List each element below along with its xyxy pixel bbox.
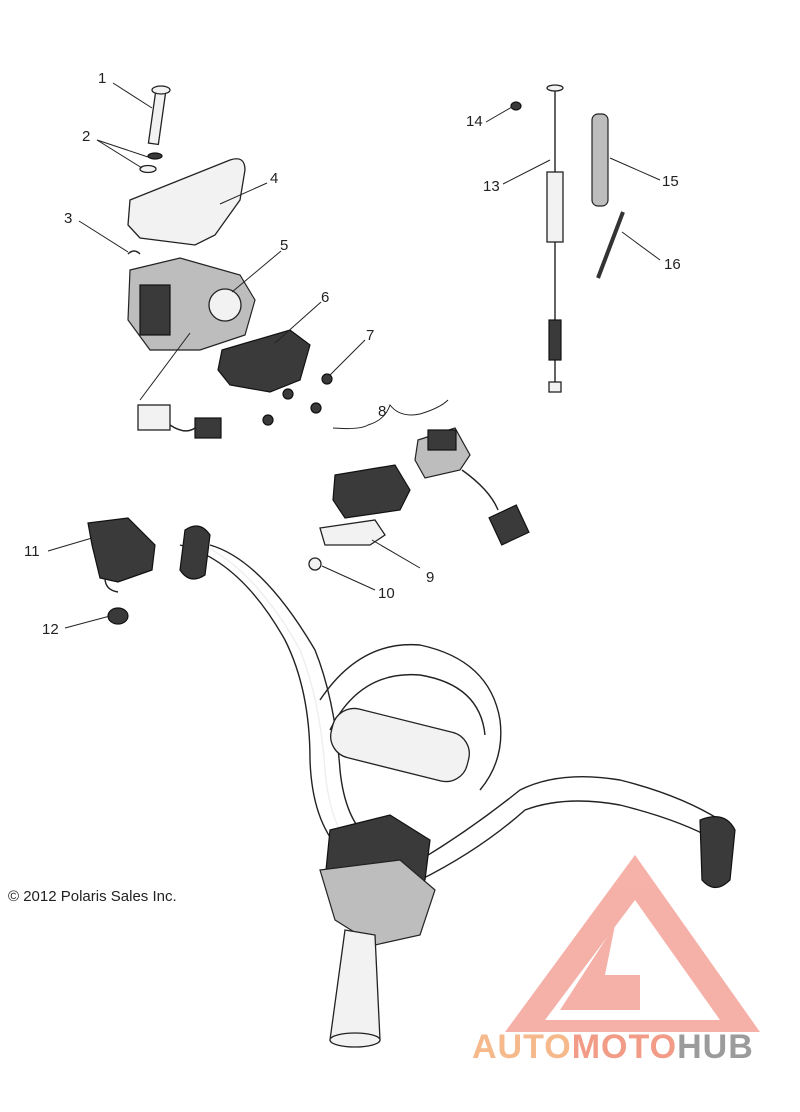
callout-13: 13 (483, 178, 500, 195)
part-sleeve (591, 113, 609, 207)
watermark-moto: MOTO (571, 1028, 678, 1066)
part-lever-bracket (87, 517, 156, 593)
callout-10: 10 (378, 585, 395, 602)
part-bolt (147, 85, 171, 146)
callout-5: 5 (280, 237, 288, 254)
leader-lines (47, 82, 661, 629)
callout-15: 15 (662, 173, 679, 190)
part-throttle-housing (127, 257, 256, 351)
part-cable-clip (510, 101, 522, 111)
callout-7: 7 (366, 327, 374, 344)
part-housing-cover (217, 329, 311, 393)
callout-14: 14 (466, 113, 483, 130)
callout-11: 11 (24, 543, 40, 560)
part-clip (127, 250, 141, 255)
callout-6: 6 (321, 289, 329, 306)
callout-12: 12 (42, 621, 59, 638)
callout-1: 1 (98, 70, 106, 87)
part-mount-bracket (127, 158, 246, 246)
copyright-text: © 2012 Polaris Sales Inc. (8, 888, 177, 905)
callout-3: 3 (64, 210, 72, 227)
part-switch-assembly (332, 427, 530, 546)
part-throttle-cable (546, 84, 564, 393)
callout-16: 16 (664, 256, 681, 273)
watermark-hub: HUB (677, 1028, 754, 1066)
callout-8: 8 (378, 403, 386, 420)
part-washers (139, 152, 163, 174)
part-clamp (319, 519, 386, 546)
part-pin (596, 211, 625, 279)
watermark-logo-text: AUTOMOTOHUB (472, 1028, 754, 1067)
callout-4: 4 (270, 170, 278, 187)
part-screws (262, 373, 333, 426)
callout-9: 9 (426, 569, 434, 586)
watermark-auto: AUTO (472, 1028, 572, 1066)
part-plug (107, 607, 129, 625)
watermark-logo-icon (505, 855, 760, 1032)
callout-2: 2 (82, 128, 90, 145)
part-handlebar (179, 525, 736, 1048)
part-connector (137, 404, 222, 439)
part-screw (308, 557, 322, 571)
